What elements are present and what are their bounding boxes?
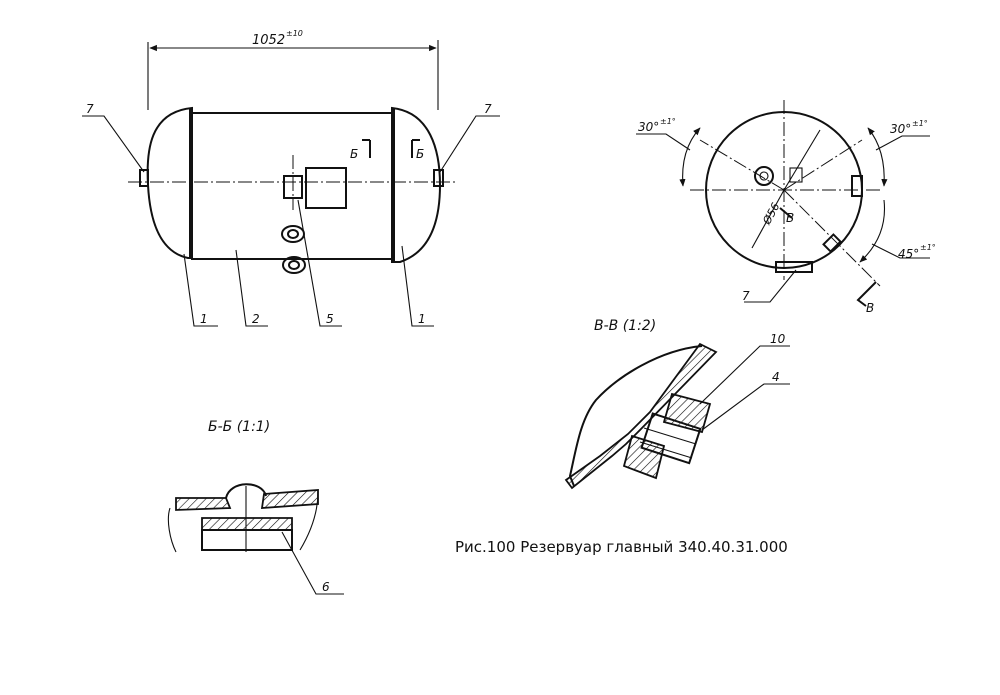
angle-bottom: 45° [898,247,919,261]
figure-caption: Рис.100 Резервуар главный 340.40.31.000 [455,538,788,556]
section-bb-title: Б-Б (1:1) [208,419,270,435]
section-bb: Б-Б (1:1) 6 [167,419,344,595]
callout-4: 4 [772,370,780,384]
section-mark-v: В [866,301,874,315]
end-callout-7: 7 [742,289,750,303]
svg-text:±1°: ±1° [912,119,928,128]
angle-right: 30° [890,122,911,136]
angle-left: 30° [638,120,659,134]
section-vv-break [568,345,703,487]
callout-2: 2 [252,312,260,326]
left-fitting [139,169,149,187]
nozzle-5 [283,175,303,199]
section-vv-title: В-В (1:2) [594,318,656,334]
callout-5: 5 [326,312,334,326]
callout-10: 10 [770,332,786,346]
main-view: 1052 ±10 Б Б [82,29,500,327]
svg-text:В: В [786,211,794,225]
callout-1-right: 1 [418,312,426,326]
left-head [146,106,193,259]
callout-1-left: 1 [200,312,208,326]
right-head [391,106,442,263]
svg-text:Б: Б [350,147,358,161]
svg-text:Б: Б [416,147,424,161]
callout-7-right: 7 [484,102,492,116]
callout-6: 6 [322,580,330,594]
right-fitting [433,169,444,187]
callout-7-left: 7 [86,102,94,116]
diameter-label: Ø56 [760,201,783,228]
svg-text:±1°: ±1° [920,243,936,252]
section-vv: В-В (1:2) 10 4 [564,318,790,490]
section-marks-b: Б Б [350,139,424,161]
length-dimension: 1052 ±10 [147,29,439,110]
main-callouts: 7 7 1 2 5 1 [82,102,500,327]
drain-bosses [281,225,306,274]
length-value: 1052 [252,33,285,48]
svg-text:±1°: ±1° [660,117,676,126]
length-tolerance: ±10 [286,29,303,38]
end-view: 30° ±1° 30° ±1° 45° ±1° Ø56 В В 7 [636,100,936,315]
label-plate [305,167,347,209]
